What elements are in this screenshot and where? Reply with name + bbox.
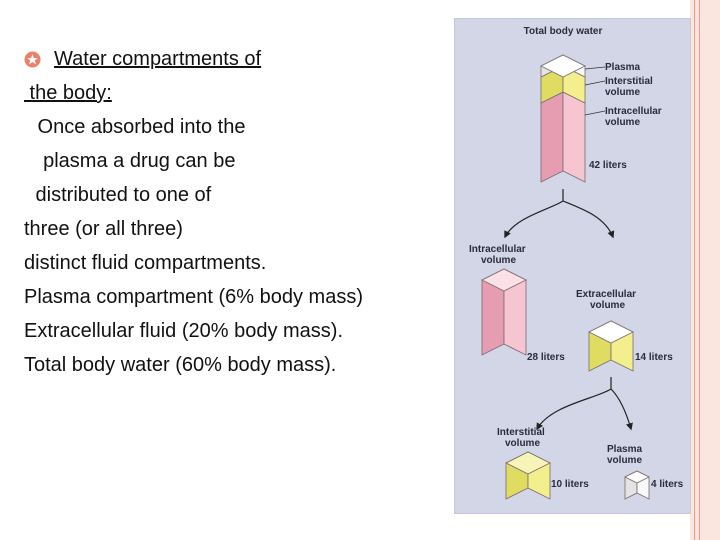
body-water-figure: Total body water Plasma Interstitial vol… [454,18,691,514]
body-line: distinct fluid compartments. [24,252,267,274]
interstitial-cube [505,451,551,500]
body-line: Extracellular fluid (20% body mass). [24,320,344,342]
interstitial-branch-label: volume [505,438,540,449]
plasma-cube [624,470,650,500]
border-line [694,0,695,540]
plasma-branch-label: Plasma [607,444,642,455]
extracellular-liters-label: 14 liters [635,352,673,363]
extracellular-branch-label: volume [590,300,625,311]
intracellular-liters-label: 28 liters [527,352,565,363]
interstitial-label: Interstitial [605,76,653,87]
body-line: Once absorbed into the [32,116,246,138]
body-line: Plasma compartment (6% body mass) [24,286,364,308]
slide-heading-line-2: the body: [24,82,112,104]
interstitial-branch-label: Interstitial [497,427,545,438]
interstitial-liters-label: 10 liters [551,479,589,490]
extracellular-branch-label: Extracellular [576,289,636,300]
body-line: distributed to one of [30,184,212,206]
total-body-water-column [540,54,586,183]
slide-body-text: Water compartments of the body: Once abs… [24,42,444,382]
intracellular-branch-label: Intracellular [469,244,526,255]
plasma-label: Plasma [605,62,640,73]
interstitial-label: volume [605,87,640,98]
body-line: Total body water (60% body mass). [24,354,337,376]
plasma-liters-label: 4 liters [651,479,684,490]
intracellular-column [481,268,527,356]
plasma-branch-label: volume [607,455,642,466]
body-line: three (or all three) [24,218,183,240]
slide-right-border [690,0,720,540]
intracellular-branch-label: volume [481,255,516,266]
total-liters-label: 42 liters [589,160,627,171]
star-bullet-icon [24,51,41,68]
border-line [699,0,700,540]
extracellular-cube [588,320,634,372]
slide-heading-line-1: Water compartments of [54,48,262,70]
figure-title: Total body water [524,26,603,37]
intracellular-label: volume [605,117,640,128]
body-line: plasma a drug can be [32,150,236,172]
intracellular-label: Intracellular [605,106,662,117]
